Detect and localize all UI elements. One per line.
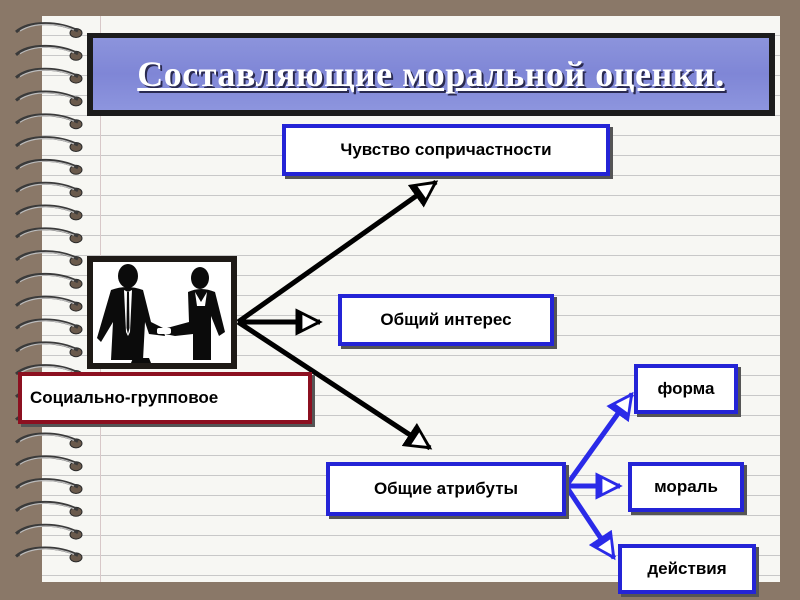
spiral-ring: [15, 204, 83, 221]
component-label-common-interest: Общий интерес: [380, 310, 512, 329]
spiral-ring: [15, 341, 83, 358]
spiral-ring: [15, 500, 83, 517]
title-banner: Составляющие моральной оценки.: [87, 33, 775, 116]
handshake-silhouette-icon: [97, 264, 225, 363]
source-box-social-group: Социально-групповое: [18, 372, 312, 424]
component-box-common-attributes: Общие атрибуты: [326, 462, 566, 516]
spiral-ring: [15, 67, 83, 84]
arrow-to-actions: [563, 484, 617, 561]
spiral-ring: [15, 250, 83, 266]
component-label-belonging: Чувство сопричастности: [340, 140, 552, 159]
spiral-ring: [15, 227, 83, 244]
attribute-label-morality: мораль: [654, 477, 718, 496]
slide-title: Составляющие моральной оценки.: [137, 54, 725, 94]
component-box-belonging: Чувство сопричастности: [282, 124, 610, 176]
attribute-label-actions: действия: [647, 559, 727, 578]
spiral-ring: [15, 318, 83, 335]
source-label: Социально-групповое: [30, 388, 219, 407]
spiral-ring: [15, 295, 83, 312]
spiral-ring: [15, 455, 83, 472]
attribute-label-form: форма: [657, 379, 715, 398]
spiral-ring: [15, 44, 83, 61]
attribute-box-morality: мораль: [628, 462, 744, 512]
spiral-ring: [15, 113, 83, 130]
attribute-box-actions: действия: [618, 544, 756, 594]
attribute-box-form: форма: [634, 364, 738, 414]
handshake-image: [87, 256, 237, 369]
spiral-ring: [15, 546, 83, 563]
component-box-common-interest: Общий интерес: [338, 294, 554, 346]
spiral-ring: [15, 90, 83, 107]
spiral-ring: [15, 432, 83, 449]
spiral-ring: [15, 136, 83, 152]
spiral-ring: [15, 181, 83, 198]
component-label-common-attributes: Общие атрибуты: [373, 479, 519, 498]
arrow-to-belonging: [236, 179, 439, 325]
arrow-to-form: [563, 391, 635, 488]
spiral-ring: [15, 158, 83, 175]
spiral-ring: [15, 272, 83, 289]
spiral-ring: [15, 478, 83, 494]
spiral-ring: [15, 22, 83, 38]
arrow-to-common-attributes: [236, 319, 433, 451]
spiral-ring: [15, 523, 83, 540]
